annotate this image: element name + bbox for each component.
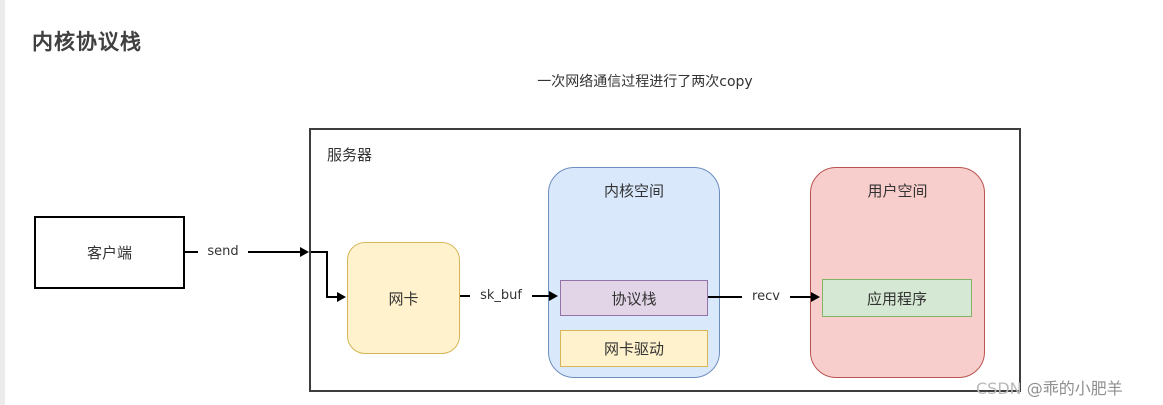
- server-label: 服务器: [327, 146, 373, 164]
- send-arrowhead-at-nic: [337, 292, 346, 302]
- user-space-container: 用户空间 应用程序: [810, 167, 985, 378]
- nic-label: 网卡: [388, 289, 419, 308]
- application-label: 应用程序: [866, 289, 927, 308]
- left-edge-strip: [0, 0, 5, 405]
- application-node: 应用程序: [822, 279, 972, 317]
- watermark: CSDN @乖的小肥羊: [976, 375, 1123, 399]
- recv-arrowhead: [811, 292, 820, 302]
- watermark-brand: CSDN: [976, 379, 1022, 398]
- page-title: 内核协议栈: [32, 30, 142, 54]
- kernel-space-label: 内核空间: [603, 182, 664, 200]
- client-label: 客户端: [86, 244, 132, 262]
- nic-driver-node: 网卡驱动: [560, 330, 708, 367]
- nic-node: 网卡: [347, 242, 460, 354]
- diagram-subtitle: 一次网络通信过程进行了两次copy: [537, 74, 753, 90]
- client-node: 客户端: [34, 216, 185, 289]
- watermark-author: @乖的小肥羊: [1026, 379, 1123, 398]
- skbuf-arrowhead: [549, 291, 558, 301]
- send-arrow-segment-4: [326, 296, 337, 298]
- send-arrow-segment-2: [311, 251, 328, 253]
- recv-edge-label: recv: [742, 289, 790, 305]
- send-arrow-segment-3: [326, 251, 328, 298]
- user-space-label: 用户空间: [867, 182, 928, 200]
- skbuf-edge-label: sk_buf: [470, 288, 532, 304]
- nic-driver-label: 网卡驱动: [603, 340, 664, 358]
- protocol-stack-label: 协议栈: [611, 289, 657, 308]
- kernel-space-container: 内核空间 协议栈 网卡驱动: [548, 167, 720, 378]
- send-arrowhead-at-server: [300, 247, 309, 257]
- send-edge-label: send: [198, 244, 248, 260]
- protocol-stack-node: 协议栈: [560, 280, 708, 316]
